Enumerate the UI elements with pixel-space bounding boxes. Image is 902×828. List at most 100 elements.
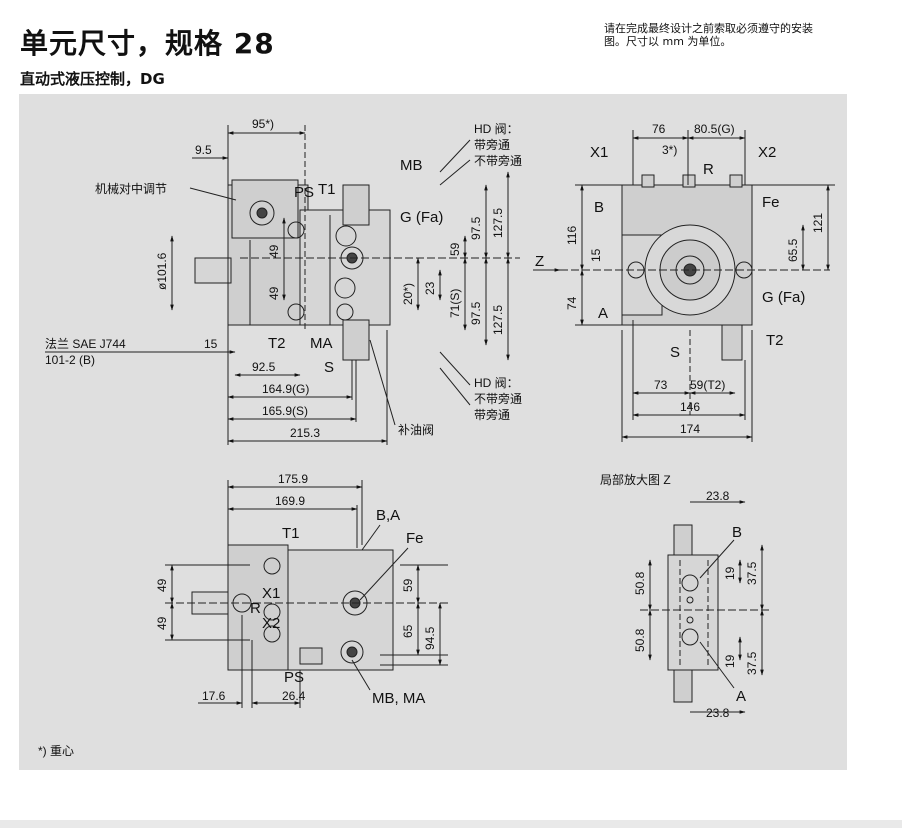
dim-23-8-a: 23.8 <box>706 489 730 503</box>
dim-97-5-a: 97.5 <box>469 216 483 240</box>
port-fe: Fe <box>762 194 780 211</box>
dim-215-3: 215.3 <box>290 426 320 440</box>
dim-92-5: 92.5 <box>252 360 276 374</box>
dim-116: 116 <box>565 226 579 245</box>
page-title: 单元尺寸，规格 28 <box>20 27 275 60</box>
port-t1: T1 <box>318 181 336 198</box>
port-t2: T2 <box>268 335 286 352</box>
dim-76: 76 <box>652 122 666 136</box>
view2-pump-body <box>621 174 753 361</box>
dim-15-v1: 15 <box>204 337 218 351</box>
label-flange-2: 101-2 (B) <box>45 353 95 367</box>
view4-detail-body <box>667 524 719 703</box>
view2-dimension-lines <box>533 130 835 442</box>
port-s: S <box>324 359 334 376</box>
port-x2-v3: X2 <box>262 615 280 632</box>
dim-59-v3: 59 <box>401 578 415 592</box>
footer-divider <box>0 820 902 828</box>
detail-z-title: 局部放大图 Z <box>600 472 671 487</box>
port-g-fa-v2: G (Fa) <box>762 289 805 306</box>
dim-169-9: 169.9 <box>275 494 305 508</box>
dim-23: 23 <box>423 281 437 295</box>
dim-164-9: 164.9(G) <box>262 382 309 396</box>
label-hd-bottom-no-bypass: 不带旁通 <box>474 391 522 406</box>
dim-15-v2: 15 <box>589 248 603 262</box>
label-hd-valve-bottom: HD 阀： <box>474 376 519 390</box>
dim-65-v3: 65 <box>401 624 415 638</box>
view3-dimension-lines <box>165 480 450 708</box>
port-x2: X2 <box>758 144 776 161</box>
port-g-fa: G (Fa) <box>400 209 443 226</box>
dim-49-v3a: 49 <box>155 578 169 592</box>
dim-17-6: 17.6 <box>202 689 226 703</box>
label-hd-top-bypass: 带旁通 <box>474 137 510 152</box>
dim-37-5-a: 37.5 <box>745 561 759 585</box>
dim-127-5-a: 127.5 <box>491 208 505 238</box>
dim-121: 121 <box>811 213 825 233</box>
port-r: R <box>703 161 714 178</box>
port-ps-v3: PS <box>284 669 304 686</box>
dim-175-9: 175.9 <box>278 472 308 486</box>
install-note: 请在完成最终设计之前索取必须遵守的安装 图。尺寸以 mm 为单位。 <box>604 22 844 48</box>
view1-dimension-lines <box>45 125 520 445</box>
port-x1: X1 <box>590 144 608 161</box>
dim-9-5: 9.5 <box>195 143 212 157</box>
footnote-center-of-gravity: *) 重心 <box>38 744 74 758</box>
label-mech-center-adjust: 机械对中调节 <box>95 181 167 196</box>
port-a-v4: A <box>736 688 746 705</box>
view-z-arrow-label: Z <box>535 253 544 270</box>
install-note-line2: 图。尺寸以 mm 为单位。 <box>604 35 732 48</box>
port-fe-v3: Fe <box>406 530 424 547</box>
dim-146: 146 <box>680 400 700 414</box>
dim-97-5-b: 97.5 <box>469 301 483 325</box>
dim-50-8-a: 50.8 <box>633 571 647 595</box>
dim-59-t2: 59(T2) <box>690 378 725 392</box>
label-hd-top-no-bypass: 不带旁通 <box>474 153 522 168</box>
dim-19-b: 19 <box>723 654 737 668</box>
dim-95: 95*) <box>252 117 274 131</box>
port-x1-v3: X1 <box>262 585 280 602</box>
port-b-a: B,A <box>376 507 400 524</box>
port-ps: PS <box>294 184 314 201</box>
port-b: B <box>594 199 604 216</box>
dim-101-6: ø101.6 <box>155 252 169 290</box>
dim-59: 59 <box>448 242 462 256</box>
label-boost-valve: 补油阀 <box>398 423 434 437</box>
label-flange-1: 法兰 SAE J744 <box>45 337 126 351</box>
dim-174: 174 <box>680 422 700 436</box>
port-ma: MA <box>310 335 333 352</box>
dim-49-b: 49 <box>267 286 281 300</box>
label-hd-valve-top: HD 阀： <box>474 122 519 136</box>
port-t1-v3: T1 <box>282 525 300 542</box>
view4-dimension-lines <box>640 500 770 714</box>
dim-73: 73 <box>654 378 668 392</box>
dim-127-5-b: 127.5 <box>491 305 505 335</box>
dim-80-5-g: 80.5(G) <box>694 122 735 136</box>
dim-37-5-b: 37.5 <box>745 651 759 675</box>
dim-49-v3b: 49 <box>155 616 169 630</box>
port-a: A <box>598 305 608 322</box>
dim-26-4: 26.4 <box>282 689 306 703</box>
view1-pump-body <box>194 179 391 361</box>
dim-23-8-b: 23.8 <box>706 706 730 720</box>
dim-50-8-b: 50.8 <box>633 628 647 652</box>
dim-19-a: 19 <box>723 566 737 580</box>
page-subtitle: 直动式液压控制，DG <box>20 70 165 88</box>
dim-65-5: 65.5 <box>786 238 800 262</box>
view3-pump-body <box>191 544 394 671</box>
port-mb-ma: MB, MA <box>372 690 425 707</box>
label-hd-bottom-bypass: 带旁通 <box>474 407 510 422</box>
port-t2-v2: T2 <box>766 332 784 349</box>
dim-20: 20*) <box>401 283 415 305</box>
port-mb: MB <box>400 157 423 174</box>
port-s-v2: S <box>670 344 680 361</box>
dim-49-a: 49 <box>267 244 281 258</box>
dim-71-s: 71(S) <box>448 289 462 318</box>
dim-3: 3*) <box>662 143 677 157</box>
dim-165-9: 165.9(S) <box>262 404 308 418</box>
port-r-v3: R <box>250 600 261 617</box>
install-note-line1: 请在完成最终设计之前索取必须遵守的安装 <box>604 22 813 35</box>
dim-94-5: 94.5 <box>423 626 437 650</box>
dim-74: 74 <box>565 296 579 310</box>
